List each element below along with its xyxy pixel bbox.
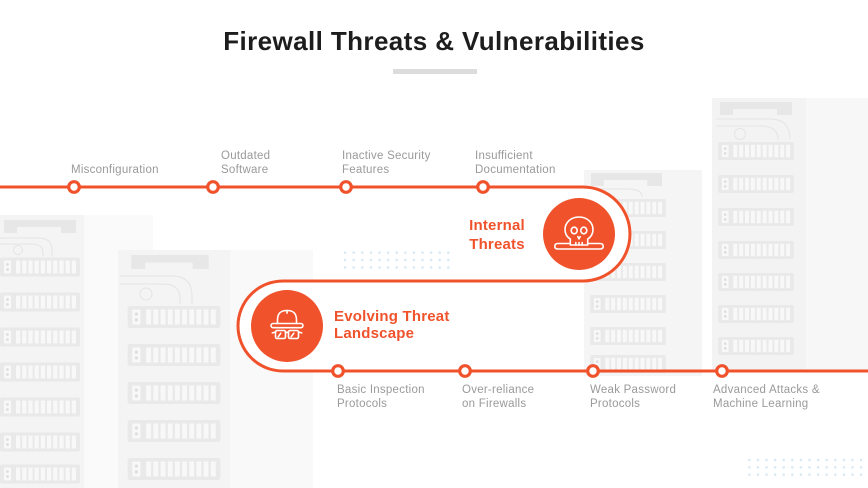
top-label-line: Features (342, 164, 390, 176)
top-label-misconfiguration: Misconfiguration (71, 163, 159, 177)
bottom-label-line: Over-reliance (462, 384, 535, 396)
top-label-line: Outdated (221, 150, 271, 162)
timeline-node (458, 364, 472, 378)
bottom-label-line: Basic Inspection (337, 384, 425, 396)
page-title: Firewall Threats & Vulnerabilities (223, 26, 645, 56)
timeline-node (339, 180, 353, 194)
top-label-line: Insufficient (475, 150, 533, 162)
rack-d (716, 102, 794, 355)
timeline-node (67, 180, 81, 194)
rack-a (0, 220, 80, 484)
callout-line: Threats (469, 235, 525, 253)
evolving-threat-badge (251, 290, 323, 362)
dot-grid-pattern (747, 456, 863, 477)
bottom-label-line: Protocols (590, 398, 641, 410)
top-label-line: Software (221, 164, 269, 176)
timeline-node (331, 364, 345, 378)
bottom-label-line: Weak Password (590, 384, 677, 396)
timeline-node (715, 364, 729, 378)
top-label-line: Inactive Security (342, 150, 431, 162)
timeline-nodes-top (67, 180, 490, 194)
timeline-node (206, 180, 220, 194)
timeline-node (586, 364, 600, 378)
title-divider (393, 69, 477, 74)
top-label-line: Documentation (475, 164, 556, 176)
bottom-label-line: Protocols (337, 398, 388, 410)
callout-line: Landscape (334, 324, 415, 342)
bottom-label-line: Advanced Attacks & (713, 384, 820, 396)
dot-grid-pattern (340, 250, 452, 271)
skull-crossbones-icon (554, 216, 604, 250)
bottom-label-over-reliance: Over-reliance on Firewalls (462, 383, 534, 411)
timeline-node (476, 180, 490, 194)
rack-b (120, 255, 221, 480)
spy-incognito-icon (270, 309, 304, 340)
callout-line: Evolving Threat (334, 308, 450, 325)
top-label-line: Misconfiguration (71, 164, 159, 176)
bottom-label-line: Machine Learning (713, 398, 809, 410)
bottom-label-advanced-attacks: Advanced Attacks & Machine Learning (713, 383, 820, 411)
bottom-label-line: on Firewalls (462, 398, 527, 410)
timeline-nodes-bottom (331, 364, 729, 378)
callout-line: Internal (469, 217, 525, 234)
